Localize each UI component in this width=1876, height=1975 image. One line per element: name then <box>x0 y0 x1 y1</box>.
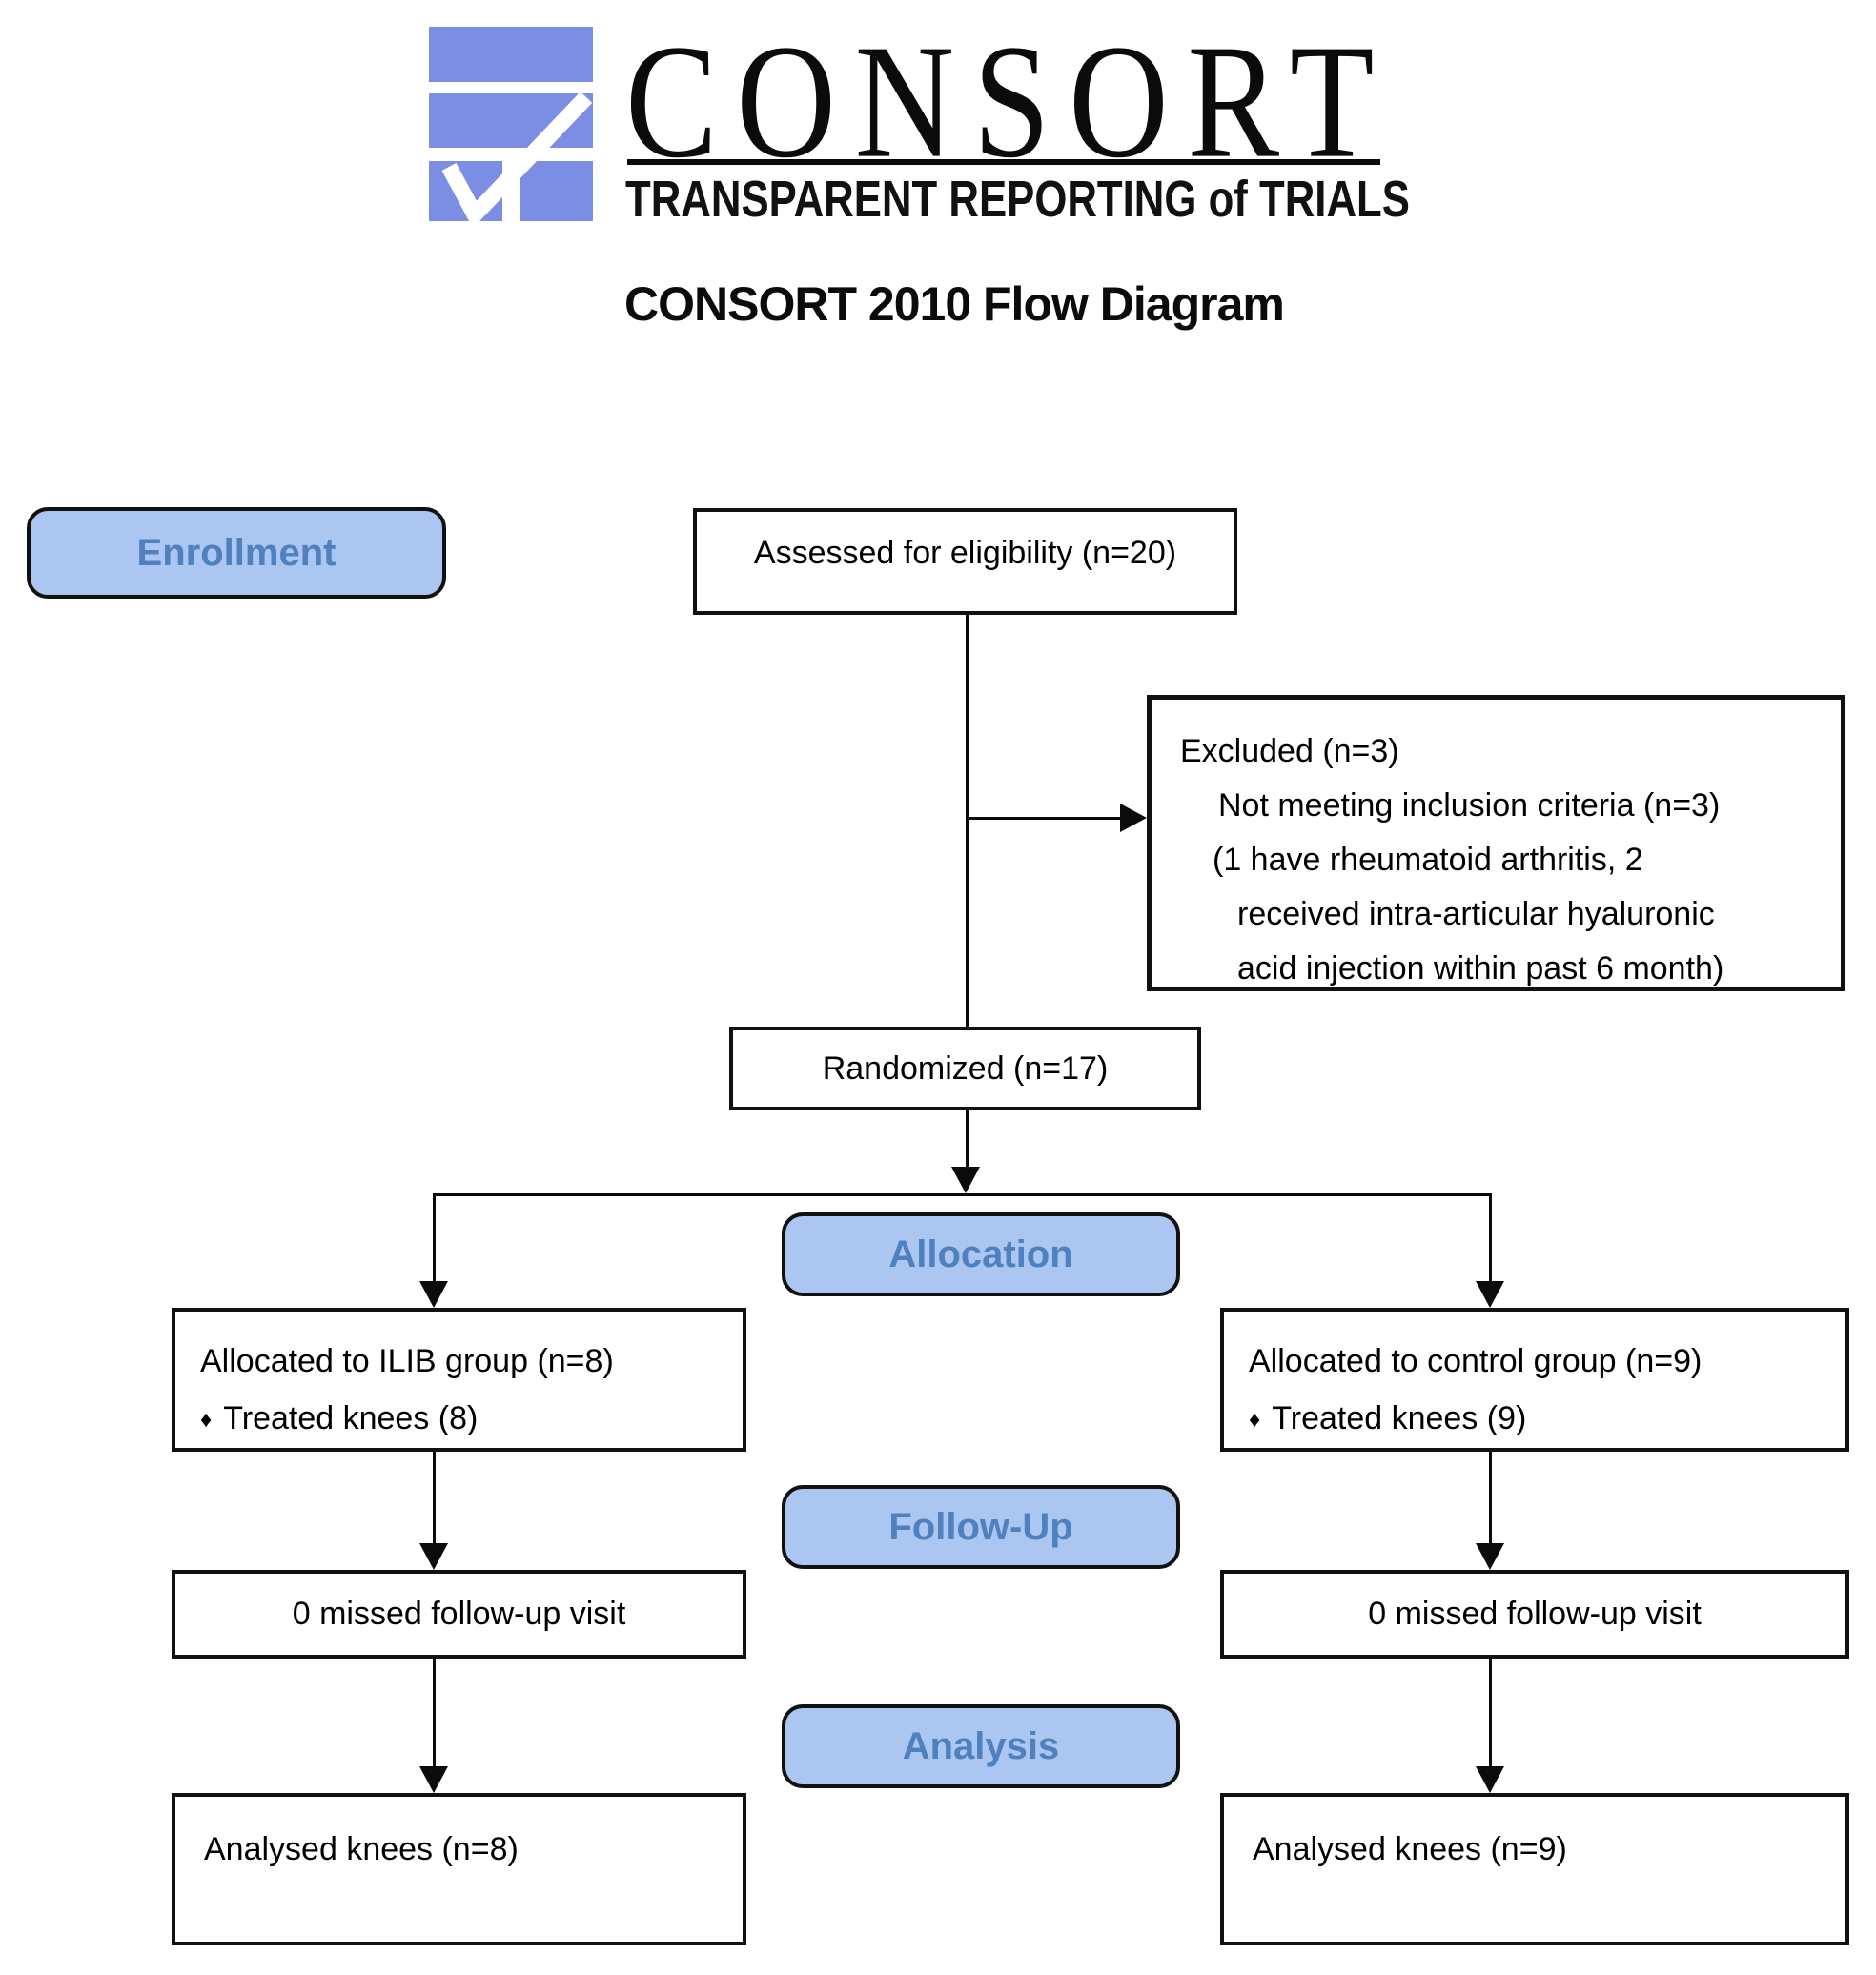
analysed-ilib-text: Analysed knees (n=8) <box>204 1831 519 1867</box>
stage-label-followup-text: Follow-Up <box>888 1505 1073 1548</box>
logo-tagline: TRANSPARENT REPORTING of TRIALS <box>625 171 1410 228</box>
arrowhead-branch <box>951 1167 980 1193</box>
consort-logo-icon <box>429 27 593 221</box>
excluded-line-5: acid injection within past 6 month) <box>1237 950 1724 987</box>
stage-label-analysis: Analysis <box>782 1704 1180 1788</box>
box-randomized: Randomized (n=17) <box>729 1027 1201 1110</box>
stage-label-analysis-text: Analysis <box>902 1724 1060 1767</box>
connector-control-to-followup <box>1489 1452 1492 1545</box>
excluded-line-3: (1 have rheumatoid arthritis, 2 <box>1213 842 1643 878</box>
box-followup-control: 0 missed follow-up visit <box>1220 1570 1849 1659</box>
diamond-bullet-icon: ♦ <box>200 1407 213 1433</box>
allocated-ilib-line1: Allocated to ILIB group (n=8) <box>200 1343 614 1379</box>
arrowhead-excluded <box>1120 804 1147 832</box>
connector-ilib-to-followup <box>433 1452 436 1545</box>
connector-randomized-to-branch <box>966 1110 969 1170</box>
arrowhead-analysed-control <box>1476 1766 1504 1793</box>
arrowhead-allocated-ilib <box>419 1281 448 1308</box>
arrowhead-allocated-control <box>1476 1281 1504 1308</box>
analysed-control-text: Analysed knees (n=9) <box>1253 1831 1567 1867</box>
allocated-control-line2-text: Treated knees (9) <box>1272 1400 1527 1436</box>
stage-label-allocation-text: Allocation <box>888 1232 1073 1275</box>
excluded-line-1: Excluded (n=3) <box>1180 733 1399 769</box>
connector-branch-to-control <box>1489 1193 1492 1283</box>
box-assessed-eligibility: Assessed for eligibility (n=20) <box>693 508 1237 615</box>
connector-to-excluded <box>966 817 1120 820</box>
assessed-text: Assessed for eligibility (n=20) <box>753 535 1177 571</box>
box-allocated-ilib: Allocated to ILIB group (n=8) ♦ Treated k… <box>172 1308 746 1452</box>
consort-wordmark: CONSORT <box>625 11 1394 193</box>
branch-line <box>433 1193 1492 1196</box>
connector-followup-to-analysis-control <box>1489 1659 1492 1768</box>
box-analysed-ilib: Analysed knees (n=8) <box>172 1793 746 1945</box>
followup-control-text: 0 missed follow-up visit <box>1368 1596 1702 1633</box>
box-followup-ilib: 0 missed follow-up visit <box>172 1570 746 1659</box>
randomized-text: Randomized (n=17) <box>822 1049 1109 1087</box>
logo-divider-line <box>627 159 1380 165</box>
stage-label-enrollment: Enrollment <box>27 507 446 599</box>
box-allocated-control: Allocated to control group (n=9) ♦ Treate… <box>1220 1308 1849 1452</box>
allocated-ilib-line2-text: Treated knees (8) <box>223 1400 479 1436</box>
followup-ilib-text: 0 missed follow-up visit <box>292 1596 626 1633</box>
allocated-control-line1: Allocated to control group (n=9) <box>1249 1343 1703 1379</box>
box-analysed-control: Analysed knees (n=9) <box>1220 1793 1849 1945</box>
arrowhead-followup-control <box>1476 1543 1504 1570</box>
stage-label-followup: Follow-Up <box>782 1485 1180 1569</box>
allocated-control-line2: ♦ Treated knees (9) <box>1249 1390 1826 1449</box>
excluded-line-4: received intra-articular hyaluronic <box>1237 896 1715 932</box>
arrowhead-followup-ilib <box>419 1543 448 1570</box>
stage-label-enrollment-text: Enrollment <box>136 531 336 574</box>
connector-branch-to-ilib <box>433 1193 436 1283</box>
arrowhead-analysed-ilib <box>419 1766 448 1793</box>
connector-assessed-to-randomized <box>966 615 969 1030</box>
diamond-bullet-icon: ♦ <box>1249 1407 1261 1433</box>
stage-label-allocation: Allocation <box>782 1212 1180 1296</box>
connector-followup-to-analysis-ilib <box>433 1659 436 1768</box>
page-title: CONSORT 2010 Flow Diagram <box>624 277 1285 331</box>
excluded-line-2: Not meeting inclusion criteria (n=3) <box>1218 787 1721 824</box>
box-excluded: Excluded (n=3) Not meeting inclusion cri… <box>1147 695 1845 991</box>
allocated-ilib-line2: ♦ Treated knees (8) <box>200 1390 724 1449</box>
